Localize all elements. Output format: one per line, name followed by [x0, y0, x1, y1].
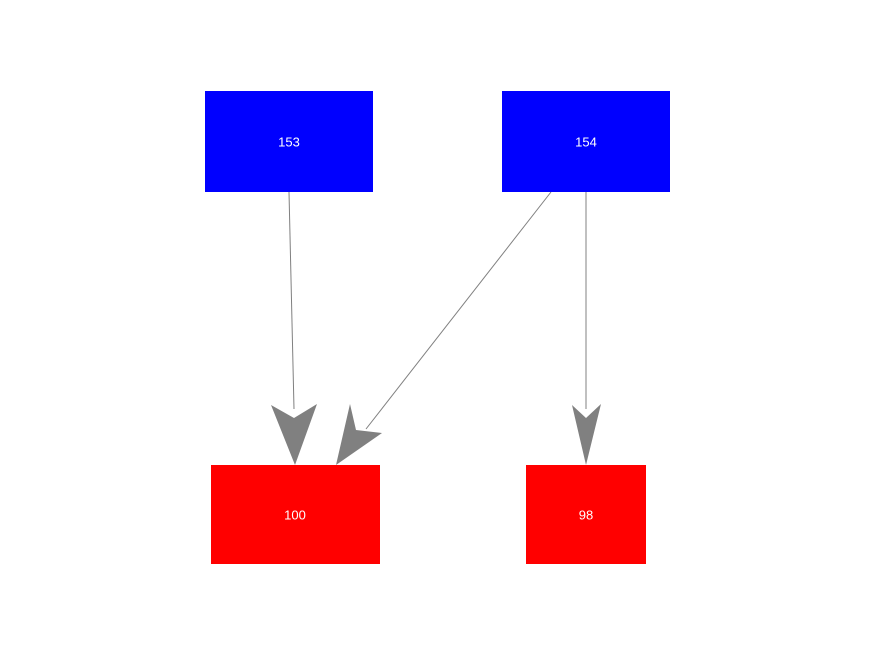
edge-line: [288, 191, 295, 410]
edge-arrowhead-icon: [572, 404, 601, 465]
edge-arrowhead-icon: [271, 404, 317, 465]
edge-154-to-100[interactable]: [336, 191, 552, 465]
node-box[interactable]: [526, 465, 646, 564]
node-98[interactable]: 98: [526, 465, 646, 564]
edges-layer: [271, 191, 601, 465]
node-box[interactable]: [205, 91, 373, 192]
node-154[interactable]: 154: [502, 91, 670, 192]
node-100[interactable]: 100: [211, 465, 380, 564]
node-label: 153: [278, 134, 300, 149]
nodes-layer: 153 154 100 98: [205, 91, 670, 564]
node-label: 100: [284, 507, 306, 522]
node-label: 154: [575, 134, 597, 149]
edge-153-to-100[interactable]: [271, 191, 317, 465]
edge-154-to-98[interactable]: [572, 192, 601, 465]
node-box[interactable]: [502, 91, 670, 192]
node-box[interactable]: [211, 465, 380, 564]
node-label: 98: [579, 507, 593, 522]
edge-line: [365, 191, 552, 430]
edge-arrowhead-icon: [336, 404, 382, 465]
node-153[interactable]: 153: [205, 91, 373, 192]
